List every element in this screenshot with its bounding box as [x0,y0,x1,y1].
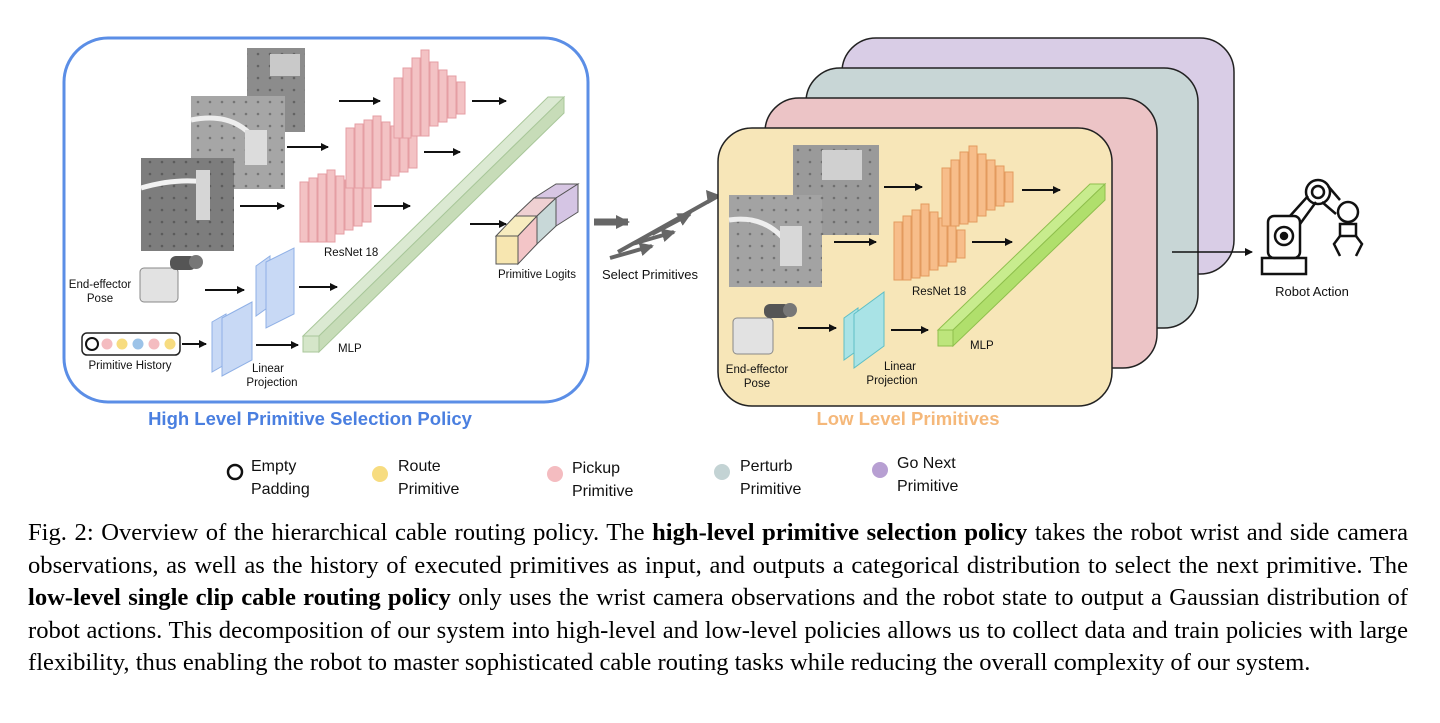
low-linear-projection [843,291,885,369]
yellow-dot-icon [372,466,388,482]
high-resnet-block-2 [345,115,418,189]
high-mlp-label: MLP [338,343,362,355]
architecture-figure: ResNet 18 MLP Primitive Logits End-effec… [62,36,1364,500]
high-resnet-label: ResNet 18 [324,247,378,259]
caption-text-2: takes the robot wrist and side camera ob… [28,519,1409,579]
robot-arm-icon [1260,178,1364,276]
end-effector-image [139,255,203,303]
high-linear-projection-lower [211,301,253,377]
figure-caption: Fig. 2: Overview of the hierarchical cab… [28,517,1408,680]
empty-circle-icon [226,463,244,481]
low-mlp-label: MLP [970,340,994,352]
high-level-title: High Level Primitive Selection Policy [148,408,473,429]
purple-dot-icon [872,462,888,478]
pink-dot-icon [547,466,563,482]
low-mlp-slab [936,182,1107,348]
high-mlp-slab [301,95,566,354]
low-resnet-block-2 [941,145,1014,227]
figure-label: Fig. 2: [28,519,94,546]
caption-bold-1: high-level primitive selection policy [652,519,1028,546]
caption-bold-2: low-level single clip cable routing poli… [28,584,451,611]
caption-text-1: Overview of the hierarchical cable routi… [101,519,653,546]
caption-text-3: only uses the wrist camera observations … [28,584,1408,676]
primitive-logits-label: Primitive Logits [498,269,576,281]
primitive-history-label: Primitive History [88,360,171,372]
low-resnet-block-1 [893,203,966,281]
select-primitives-label: Select Primitives [602,267,699,282]
primitive-logits-cube [494,183,580,266]
robot-action-label: Robot Action [1275,284,1349,299]
low-end-effector-image [732,303,797,355]
select-primitives-arrows [594,190,722,260]
wrist-camera-image-1 [140,158,234,251]
low-wrist-camera-image-1 [728,195,822,287]
side-camera-image [247,48,305,132]
primitive-history-bar [81,332,181,356]
low-resnet-label: ResNet 18 [912,286,966,298]
teal-dot-icon [714,464,730,480]
high-linear-projection-upper [255,247,295,329]
wrist-camera-image-2 [190,96,285,189]
high-resnet-block-3 [393,49,466,139]
low-level-title: Low Level Primitives [816,408,999,429]
high-resnet-block-1 [299,169,372,243]
